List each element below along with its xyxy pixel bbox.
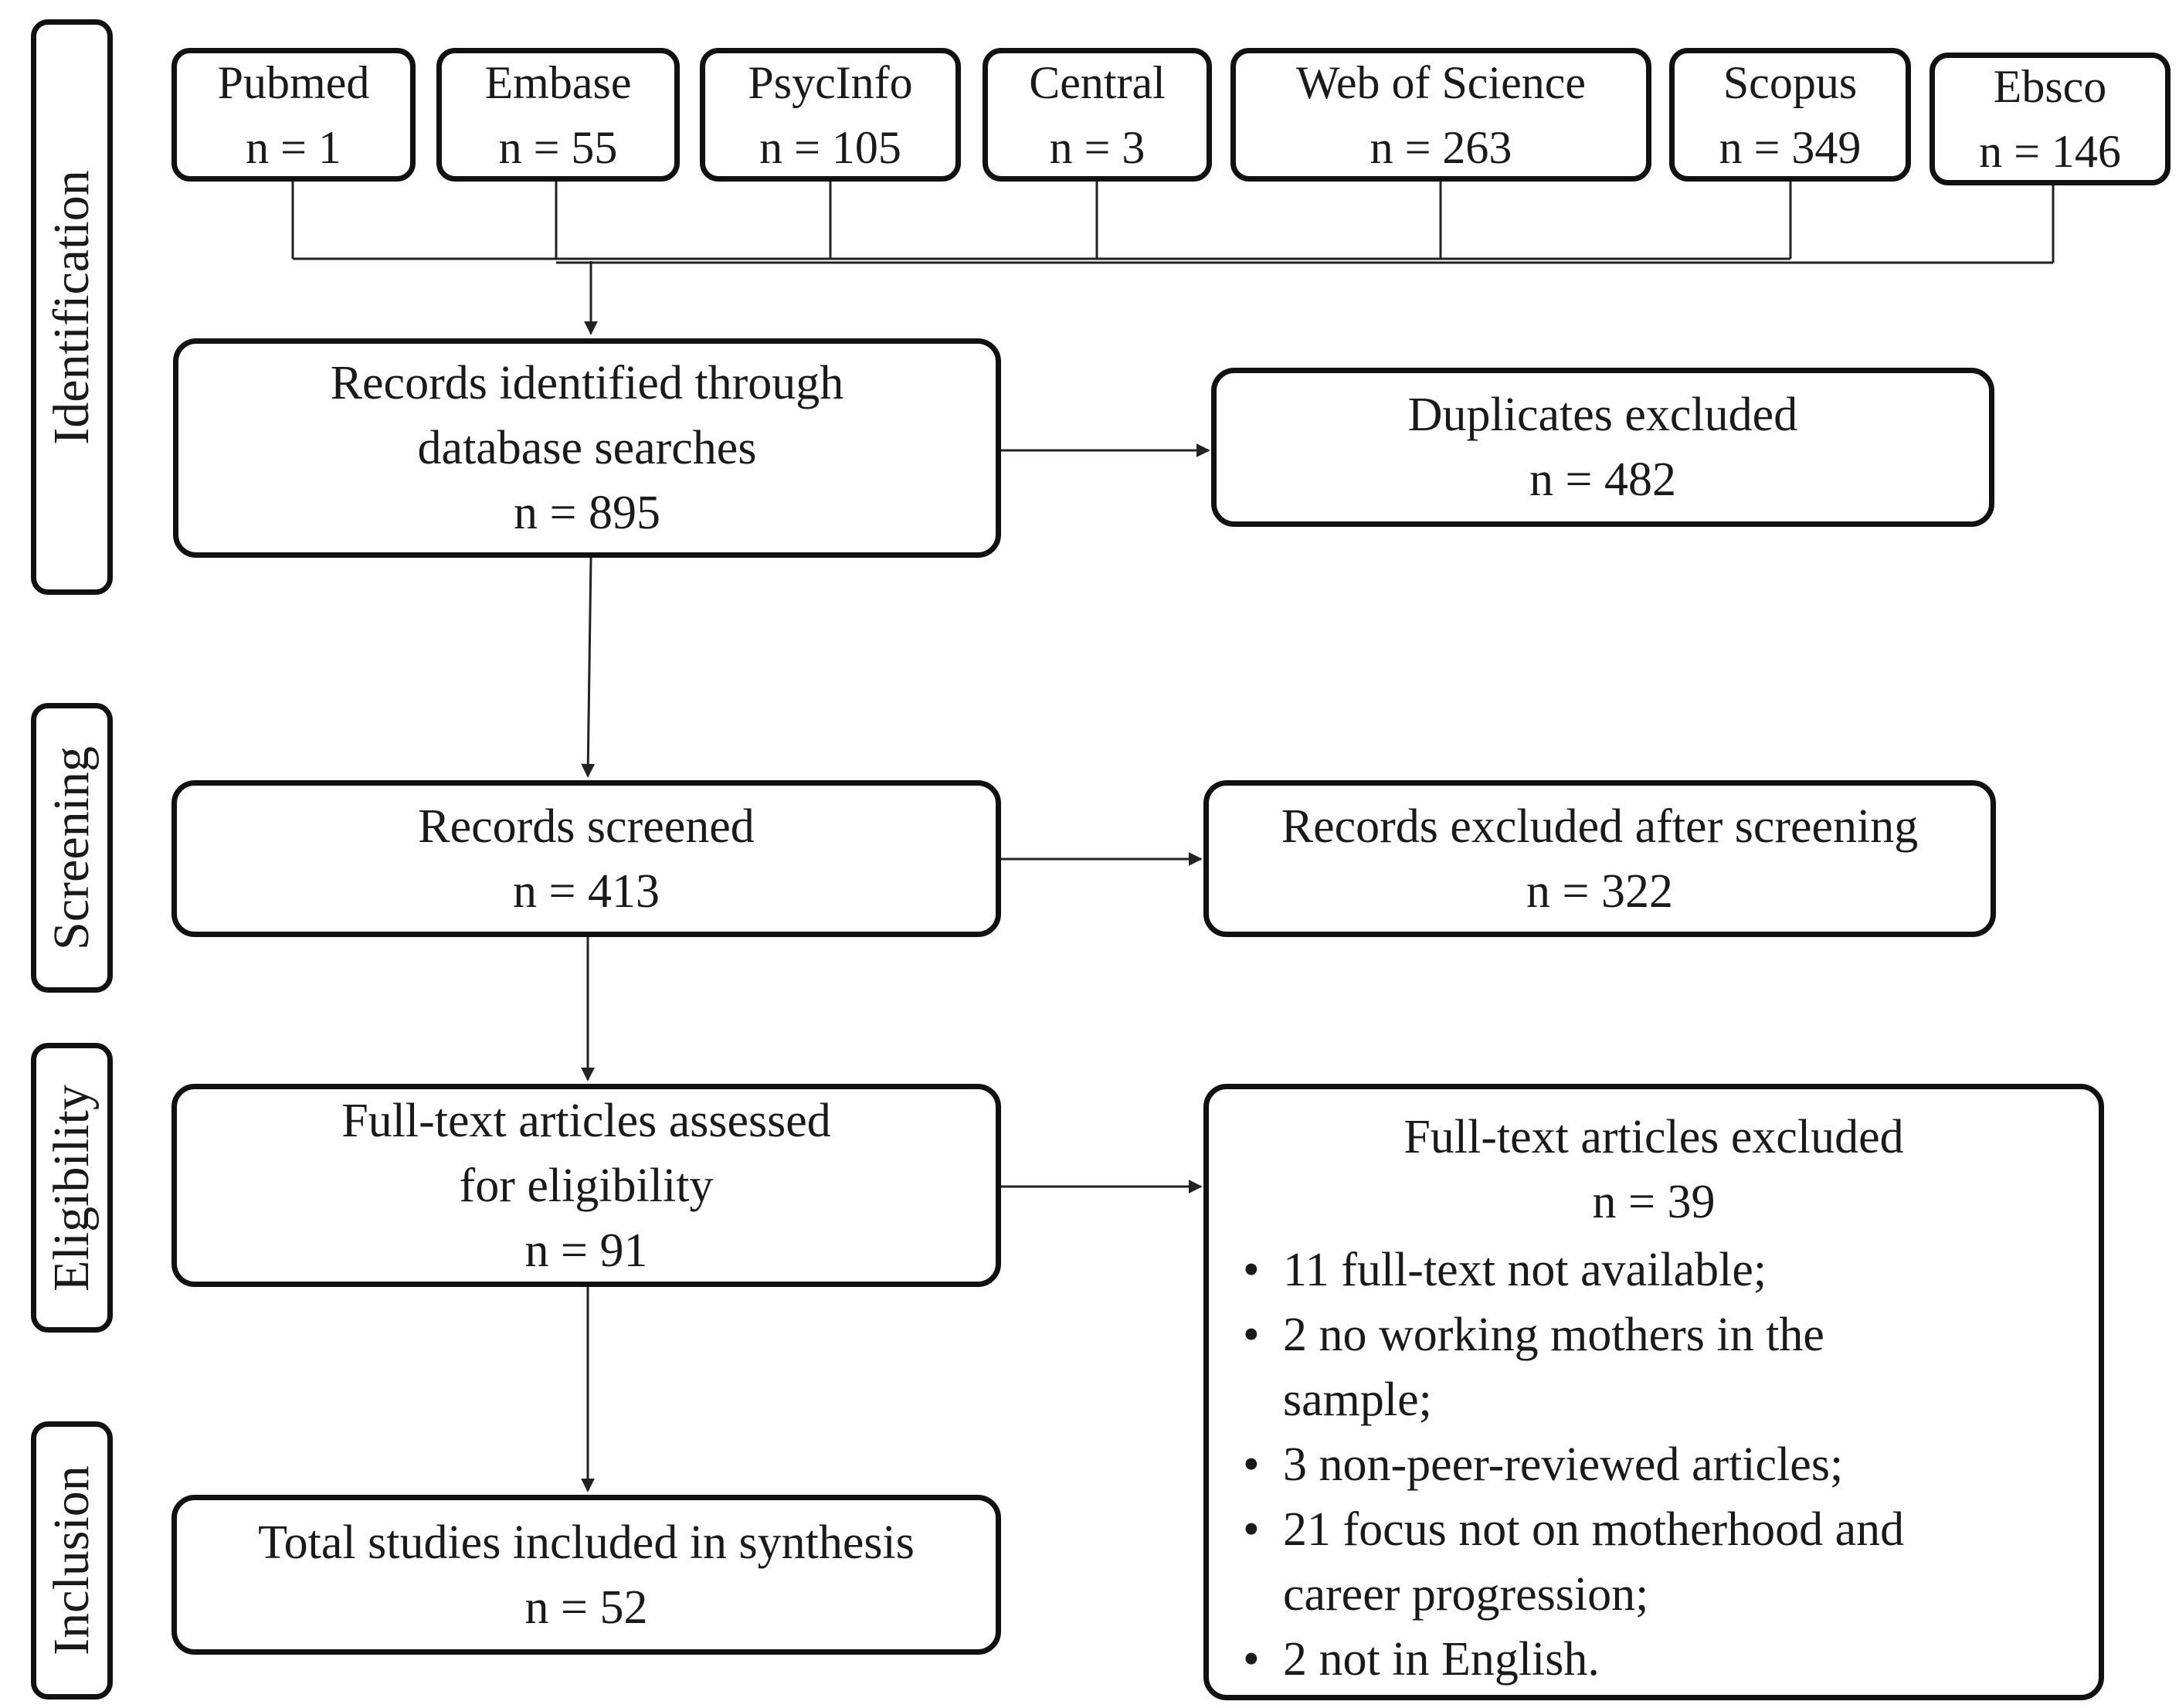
exclusion-reason: • 2 no working mothers in the sample; (1243, 1302, 2099, 1432)
stage-inclusion-label: Inclusion (43, 1465, 100, 1655)
database-count: n = 105 (759, 121, 901, 173)
exclusion-reason-text: 21 focus not on motherhood and (1283, 1503, 1905, 1556)
bullet-icon: • (1243, 1309, 1260, 1361)
bullet-icon: • (1243, 1503, 1260, 1556)
database-box-psycinfo: PsycInfo n = 105 (700, 48, 961, 182)
stage-eligibility-label: Eligibility (43, 1084, 100, 1292)
exclusion-reason-text: 2 not in English. (1283, 1633, 1600, 1686)
database-count: n = 1 (246, 121, 341, 173)
exclusion-reason-text: 11 full-text not available; (1283, 1244, 1767, 1296)
bullet-icon: • (1243, 1438, 1260, 1491)
records-identified-box: Records identified through database sear… (173, 338, 1001, 558)
duplicates-excluded-box: Duplicates excluded n = 482 (1211, 368, 1994, 527)
fulltext-assessed-count: n = 91 (524, 1224, 648, 1277)
studies-included-label: Total studies included in synthesis (258, 1516, 915, 1569)
database-name: Scopus (1722, 56, 1858, 108)
database-count: n = 146 (1979, 126, 2121, 177)
database-box-scopus: Scopus n = 349 (1669, 48, 1911, 182)
database-count: n = 263 (1370, 121, 1512, 173)
stage-identification: Identification (31, 19, 113, 595)
exclusion-reason-text: 3 non-peer-reviewed articles; (1283, 1438, 1844, 1491)
database-name: Embase (484, 56, 632, 108)
database-box-embase: Embase n = 55 (436, 48, 680, 182)
exclusion-reason-text: 2 no working mothers in the (1283, 1309, 1824, 1361)
database-name: Central (1029, 56, 1166, 108)
stage-screening: Screening (31, 703, 113, 993)
stage-identification-label: Identification (43, 169, 100, 445)
exclusion-reason: • 11 full-text not available; (1243, 1238, 2099, 1302)
stage-screening-label: Screening (43, 745, 100, 950)
database-box-web-of-science: Web of Science n = 263 (1230, 48, 1651, 182)
duplicates-excluded-count: n = 482 (1529, 453, 1676, 506)
stage-inclusion: Inclusion (31, 1421, 113, 1700)
database-name: PsycInfo (748, 56, 913, 108)
fulltext-excluded-box: Full-text articles excluded n = 39 • 11 … (1203, 1084, 2104, 1700)
fulltext-excluded-label: Full-text articles excluded (1403, 1111, 1904, 1163)
fulltext-assessed-line2: for eligibility (459, 1159, 714, 1212)
screening-excluded-box: Records excluded after screening n = 322 (1203, 780, 1996, 937)
bullet-icon: • (1243, 1244, 1260, 1296)
database-box-ebsco: Ebsco n = 146 (1930, 53, 2171, 185)
records-identified-line1: Records identified through (330, 357, 844, 409)
bullet-icon: • (1243, 1633, 1260, 1686)
database-count: n = 3 (1049, 121, 1146, 173)
fulltext-assessed-line1: Full-text articles assessed (341, 1094, 831, 1147)
exclusion-reason-text-cont: sample; (1283, 1374, 1432, 1426)
exclusion-reason: • 2 not in English. (1243, 1627, 2099, 1692)
database-count: n = 349 (1719, 121, 1862, 173)
studies-included-box: Total studies included in synthesis n = … (171, 1495, 1001, 1655)
stage-eligibility: Eligibility (31, 1043, 113, 1333)
database-box-pubmed: Pubmed n = 1 (171, 48, 416, 182)
records-screened-count: n = 413 (513, 864, 660, 918)
exclusion-reason-text-cont: career progression; (1283, 1568, 1649, 1621)
fulltext-assessed-box: Full-text articles assessed for eligibil… (171, 1084, 1001, 1287)
database-box-central: Central n = 3 (983, 48, 1212, 182)
exclusion-reason: • 21 focus not on motherhood and career … (1243, 1497, 2099, 1627)
screening-excluded-count: n = 322 (1526, 864, 1673, 918)
fulltext-excluded-count: n = 39 (1592, 1176, 1716, 1228)
database-name: Pubmed (217, 56, 370, 108)
database-count: n = 55 (498, 121, 618, 173)
exclusion-reason: • 3 non-peer-reviewed articles; (1243, 1432, 2099, 1497)
records-identified-count: n = 895 (514, 487, 660, 539)
records-screened-label: Records screened (418, 800, 755, 853)
records-identified-line2: database searches (417, 422, 757, 474)
records-screened-box: Records screened n = 413 (171, 780, 1001, 937)
exclusion-reasons-list: • 11 full-text not available; • 2 no wor… (1209, 1238, 2099, 1692)
studies-included-count: n = 52 (524, 1581, 648, 1634)
screening-excluded-label: Records excluded after screening (1281, 800, 1919, 853)
database-name: Ebsco (1993, 61, 2107, 112)
duplicates-excluded-label: Duplicates excluded (1407, 389, 1798, 441)
database-name: Web of Science (1296, 56, 1586, 108)
